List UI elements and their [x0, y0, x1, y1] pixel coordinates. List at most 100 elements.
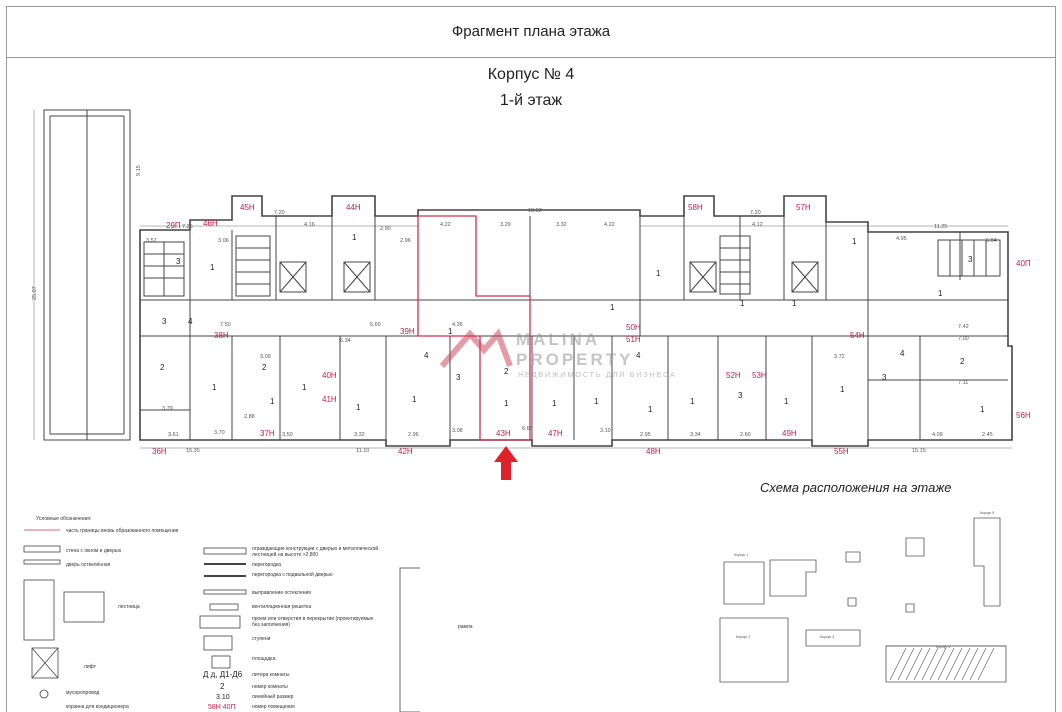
unit-label: 43Н [496, 429, 511, 438]
legend-item: вентиляционная решетка [252, 604, 312, 610]
dimension-label: 5.04 [986, 238, 997, 244]
dimension-label: 18.92 [528, 208, 542, 214]
schema-corpus-label: Корпус 5 [980, 511, 994, 515]
dimension-label: 9.15 [136, 165, 142, 176]
legend-item: лифт [84, 664, 97, 670]
page-title: Фрагмент плана этажа [451, 23, 611, 40]
legend-item: лестница [118, 604, 140, 610]
svg-text:4: 4 [900, 349, 905, 358]
dimension-label: 2.90 [380, 226, 391, 232]
svg-text:2: 2 [504, 367, 509, 376]
legend-item: литера комнаты [252, 672, 290, 678]
svg-text:1: 1 [210, 263, 215, 272]
svg-text:1: 1 [352, 233, 357, 242]
unit-label: 46Н [203, 219, 218, 228]
unit-label: 39Н [400, 327, 415, 336]
dimension-label: 7.20 [750, 210, 761, 216]
svg-text:1: 1 [610, 303, 615, 312]
svg-text:1: 1 [690, 397, 695, 406]
svg-text:1: 1 [938, 289, 943, 298]
legend-item: номер комнаты [252, 684, 288, 690]
dimension-label: 3.57 [146, 238, 157, 244]
svg-text:1: 1 [302, 383, 307, 392]
dimension-label: 4.22 [604, 222, 615, 228]
dimension-label: 15.35 [186, 448, 200, 454]
unit-label: 40П [1016, 259, 1031, 268]
svg-text:3: 3 [738, 391, 743, 400]
schema-title: Схема расположения на этаже [760, 480, 952, 495]
dimension-label: 4.36 [452, 322, 463, 328]
dimension-label: 3.32 [556, 222, 567, 228]
svg-text:2: 2 [262, 363, 267, 372]
schema-corpus-label: Корпус 1 [734, 553, 748, 557]
legend-item: проем или отверстия в перекрытии (проект… [252, 616, 374, 628]
legend-item: дверь остеклённая [66, 562, 111, 568]
svg-text:1: 1 [784, 397, 789, 406]
dimension-label: 4.95 [896, 236, 907, 242]
legend-item: выправление остекления [252, 590, 311, 596]
legend-item: ограждающие конструкции с дверью и метал… [252, 546, 379, 558]
legend-item: линейный размер [252, 694, 294, 700]
dimension-label: 2.60 [740, 432, 751, 438]
dimension-label: 2.96 [400, 238, 411, 244]
svg-text:1: 1 [594, 397, 599, 406]
unit-label: 29П [166, 221, 181, 230]
unit-label: 36Н [152, 447, 167, 456]
svg-text:1: 1 [980, 405, 985, 414]
legend-item: ступени [252, 636, 271, 642]
svg-text:1: 1 [552, 399, 557, 408]
dimension-label: 7.25 [182, 224, 193, 230]
unit-label: 44Н [346, 203, 361, 212]
svg-text:3: 3 [176, 257, 181, 266]
legend-symbol-unit: 58Н 40П [208, 704, 236, 711]
dimension-label: 2.45 [982, 432, 993, 438]
dimension-label: 4.22 [440, 222, 451, 228]
unit-label: 49Н [782, 429, 797, 438]
svg-text:3: 3 [162, 317, 167, 326]
unit-label: 54Н [850, 331, 865, 340]
schema-corpus-label: Корпус 3 [820, 635, 834, 639]
dimension-label: 3.09 [260, 354, 271, 360]
dimension-label: 4.16 [304, 222, 315, 228]
dimension-label: 3.50 [282, 432, 293, 438]
svg-text:1: 1 [412, 395, 417, 404]
svg-text:4: 4 [424, 351, 429, 360]
dimension-label: 3.61 [168, 432, 179, 438]
unit-label: 47Н [548, 429, 563, 438]
building-name: Корпус № 4 [487, 66, 575, 83]
legend-item: часть границы вновь образованного помеще… [66, 528, 179, 534]
unit-label: 52Н [726, 371, 741, 380]
legend-item: площадка [252, 656, 276, 662]
dimension-label: 3.32 [354, 432, 365, 438]
dimension-label: 4.09 [932, 432, 943, 438]
legend-title: Условные обозначения: [36, 516, 92, 522]
dimension-label: 3.08 [452, 428, 463, 434]
svg-text:1: 1 [212, 383, 217, 392]
dimension-label: 15.15 [912, 448, 926, 454]
legend-symbol-letters: Д д, Д1-Д6 [203, 670, 243, 679]
building-outline [139, 195, 1013, 447]
unit-label: 53Н [752, 371, 767, 380]
legend-symbols [23, 529, 420, 712]
svg-text:2: 2 [160, 363, 165, 372]
svg-text:1: 1 [840, 385, 845, 394]
dimension-label: 7.00 [958, 336, 969, 342]
svg-text:1: 1 [740, 299, 745, 308]
floor-name: 1-й этаж [499, 92, 563, 109]
dimension-label: 3.29 [500, 222, 511, 228]
dimension-label: 3.72 [834, 354, 845, 360]
legend-item: перегородка с подвальной дверью [252, 572, 333, 578]
dimension-label: 6.34 [340, 338, 351, 344]
unit-label: 41Н [322, 395, 337, 404]
unit-label: 42Н [398, 447, 413, 456]
svg-text:4: 4 [188, 317, 193, 326]
document-frame [6, 6, 1056, 712]
dimension-label: 11.25 [934, 224, 947, 230]
unit-label: 55Н [834, 447, 849, 456]
dimension-label: 7.50 [220, 322, 231, 328]
svg-text:4: 4 [636, 351, 641, 360]
unit-label: 40Н [322, 371, 337, 380]
highlighted-premises [417, 215, 531, 441]
legend-item: перегородка [252, 562, 281, 568]
